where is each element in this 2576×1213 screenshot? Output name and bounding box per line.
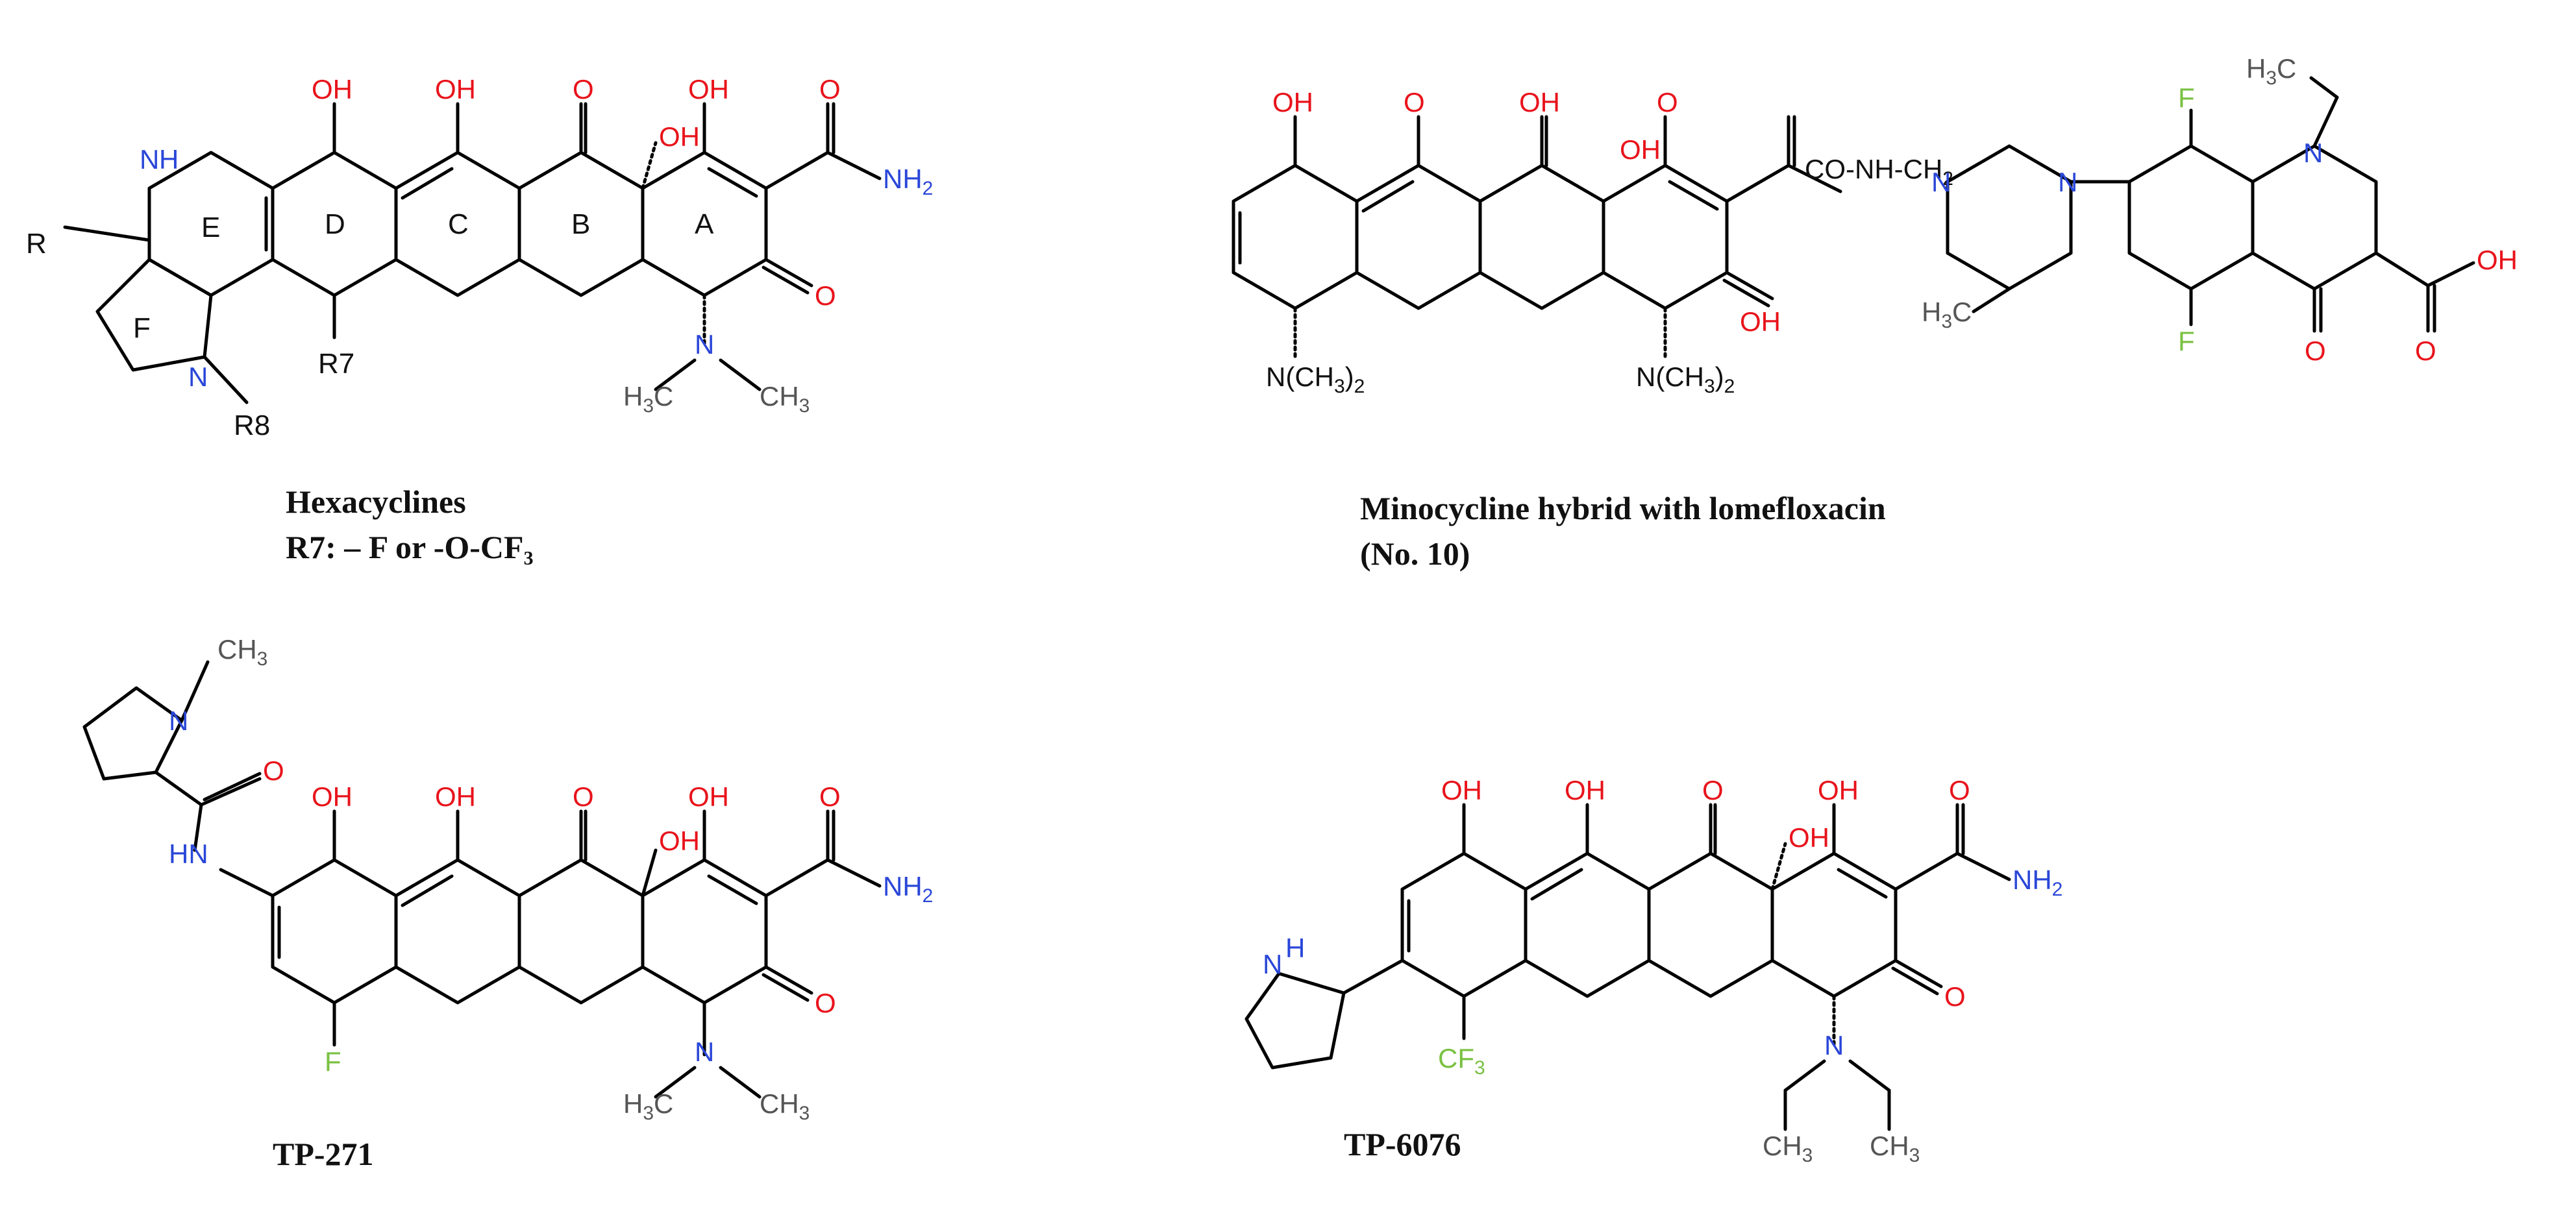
svg-text:N(CH3)2: N(CH3)2 <box>1266 361 1365 397</box>
svg-text:OH: OH <box>1441 775 1482 805</box>
substituent-r8: R8 <box>234 410 270 441</box>
svg-text:O: O <box>819 781 841 812</box>
svg-text:N: N <box>1263 949 1282 979</box>
svg-text:F: F <box>2178 326 2195 356</box>
caption-minocycline-hybrid: Minocycline hybrid with lomefloxacin <box>1360 490 1886 526</box>
svg-text:N: N <box>188 361 208 392</box>
molecule-minocycline-lomefloxacin: OH O OH OH O CO-NH-CH2 OH N(CH3)2 N(CH3)… <box>1233 87 1953 397</box>
substituent-r: R <box>26 228 47 260</box>
caption-hexacyclines-r7: R7: – F or -O-CF₃ <box>286 529 534 565</box>
svg-text:OH: OH <box>1740 306 1781 337</box>
molecule-tp-6076: N H OH OH O OH OH O NH2 O CF3 N CH3 CH3 <box>1245 775 2062 1166</box>
svg-text:N: N <box>1931 167 1951 197</box>
svg-text:OH: OH <box>659 826 700 856</box>
svg-text:OH: OH <box>659 121 700 152</box>
svg-text:OH: OH <box>1519 87 1560 117</box>
svg-text:OH: OH <box>1565 775 1605 805</box>
svg-text:OH: OH <box>1272 87 1313 117</box>
svg-text:H: H <box>1285 933 1305 963</box>
svg-text:N: N <box>695 329 714 360</box>
svg-text:N: N <box>1824 1030 1844 1060</box>
svg-text:H3C: H3C <box>1922 297 1972 332</box>
svg-text:NH2: NH2 <box>883 164 933 199</box>
svg-text:OH: OH <box>435 781 476 812</box>
svg-text:N: N <box>169 705 188 736</box>
svg-text:OH: OH <box>1818 775 1859 805</box>
svg-text:OH: OH <box>2477 245 2518 275</box>
svg-text:O: O <box>1944 981 1966 1012</box>
svg-text:OH: OH <box>435 74 476 104</box>
svg-text:N: N <box>2058 167 2077 197</box>
ring-label-b: B <box>571 208 590 240</box>
svg-text:CO-NH-CH2: CO-NH-CH2 <box>1805 154 1953 190</box>
svg-text:O: O <box>2305 336 2326 366</box>
svg-text:H3C: H3C <box>2246 53 2296 89</box>
svg-text:O: O <box>573 781 594 812</box>
svg-text:N(CH3)2: N(CH3)2 <box>1636 361 1735 397</box>
svg-text:OH: OH <box>312 74 353 104</box>
svg-text:OH: OH <box>1620 134 1661 165</box>
atom-nh: H <box>159 144 179 175</box>
svg-text:HN: HN <box>169 839 208 869</box>
svg-text:O: O <box>815 988 836 1018</box>
ring-label-c: C <box>448 208 469 240</box>
svg-text:F: F <box>325 1046 341 1077</box>
svg-text:O: O <box>1657 87 1678 117</box>
ring-label-f: F <box>133 312 151 344</box>
svg-text:OH: OH <box>688 74 729 104</box>
svg-text:N: N <box>695 1036 714 1067</box>
svg-text:O: O <box>1702 775 1724 805</box>
svg-text:N: N <box>140 144 159 175</box>
svg-text:NH2: NH2 <box>2012 864 2062 900</box>
svg-text:O: O <box>573 74 594 104</box>
caption-minocycline-hybrid-number: (No. 10) <box>1360 535 1470 572</box>
caption-hexacyclines: Hexacyclines <box>286 484 466 520</box>
svg-text:NH2: NH2 <box>883 871 933 907</box>
ring-label-d: D <box>325 208 345 240</box>
svg-text:CH3: CH3 <box>760 381 810 417</box>
substituent-r7: R7 <box>318 348 354 380</box>
svg-text:CH3: CH3 <box>1763 1131 1813 1166</box>
ring-label-e: E <box>201 212 220 243</box>
svg-text:O: O <box>819 74 841 104</box>
svg-text:N: N <box>2303 138 2323 168</box>
svg-text:O: O <box>1404 87 1425 117</box>
svg-text:O: O <box>1949 775 1970 805</box>
svg-text:OH: OH <box>312 781 353 812</box>
svg-text:CH3: CH3 <box>217 634 267 670</box>
svg-text:F: F <box>2178 82 2195 113</box>
svg-text:O: O <box>263 755 284 786</box>
caption-tp-6076: TP-6076 <box>1344 1126 1461 1162</box>
molecule-tp-271: HN O N CH3 OH OH O OH OH O NH2 O F N H3C… <box>82 634 933 1124</box>
ring-label-a: A <box>695 208 714 240</box>
svg-text:OH: OH <box>1789 822 1829 853</box>
svg-text:CF3: CF3 <box>1438 1043 1485 1079</box>
molecule-lomefloxacin: N N F F N O O OH H3C H3C <box>1922 53 2518 366</box>
svg-text:O: O <box>815 280 836 311</box>
svg-text:CH3: CH3 <box>1870 1131 1920 1166</box>
svg-text:OH: OH <box>688 781 729 812</box>
svg-text:CH3: CH3 <box>760 1088 810 1124</box>
svg-text:H3C: H3C <box>623 381 673 417</box>
svg-text:O: O <box>2415 336 2436 366</box>
caption-tp-271: TP-271 <box>273 1136 374 1172</box>
svg-text:H3C: H3C <box>623 1088 673 1124</box>
molecule-hexacyclines: H N N OH OH O OH OH O NH2 O N H3C CH3 R … <box>26 74 933 441</box>
